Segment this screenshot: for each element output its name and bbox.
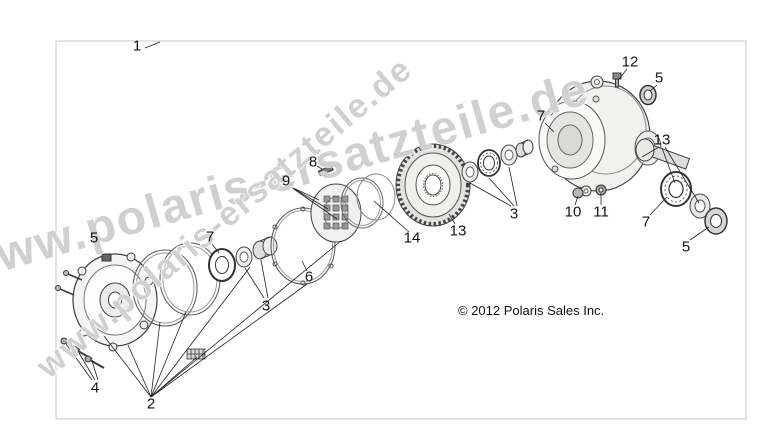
callout-1: 1 — [132, 37, 142, 55]
part-seal-left — [208, 248, 236, 282]
callout-10: 10 — [564, 203, 582, 221]
copyright-text: © 2012 Polaris Sales Inc. — [458, 303, 605, 318]
callout-11: 11 — [593, 203, 609, 221]
part-bearing-stack — [461, 139, 534, 183]
part-seal-top — [639, 84, 657, 106]
part-vent-fitting — [101, 253, 112, 262]
callout-2: 2 — [146, 395, 156, 413]
part-plug — [572, 187, 584, 199]
part-gearcase-cover — [72, 252, 158, 352]
part-clip — [317, 164, 334, 177]
part-ring-gear — [395, 143, 471, 227]
callout-13-b: 13 — [653, 131, 671, 149]
callout-3-b: 3 — [509, 205, 519, 223]
callout-5-c: 5 — [681, 238, 691, 256]
callout-7-b: 7 — [536, 107, 546, 125]
callout-5-b: 5 — [654, 69, 664, 87]
leader-lines — [65, 41, 710, 398]
part-output-shaft — [635, 138, 728, 235]
callout-6: 6 — [304, 268, 314, 286]
callout-7-c: 7 — [641, 213, 651, 231]
callout-9: 9 — [281, 172, 291, 190]
part-washer-spacer-left — [235, 236, 278, 268]
callout-7-a: 7 — [205, 228, 215, 246]
callout-4: 4 — [90, 379, 100, 397]
callout-8: 8 — [308, 153, 318, 171]
callout-5-a: 5 — [89, 229, 99, 247]
diagram-frame — [55, 40, 747, 420]
callout-3-a: 3 — [261, 297, 271, 315]
parts-group — [55, 72, 728, 369]
part-clutch-pack — [310, 173, 396, 243]
callout-12: 12 — [621, 53, 639, 71]
callout-13-a: 13 — [449, 222, 467, 240]
callout-14: 14 — [403, 229, 421, 247]
part-small-screws — [55, 270, 83, 296]
